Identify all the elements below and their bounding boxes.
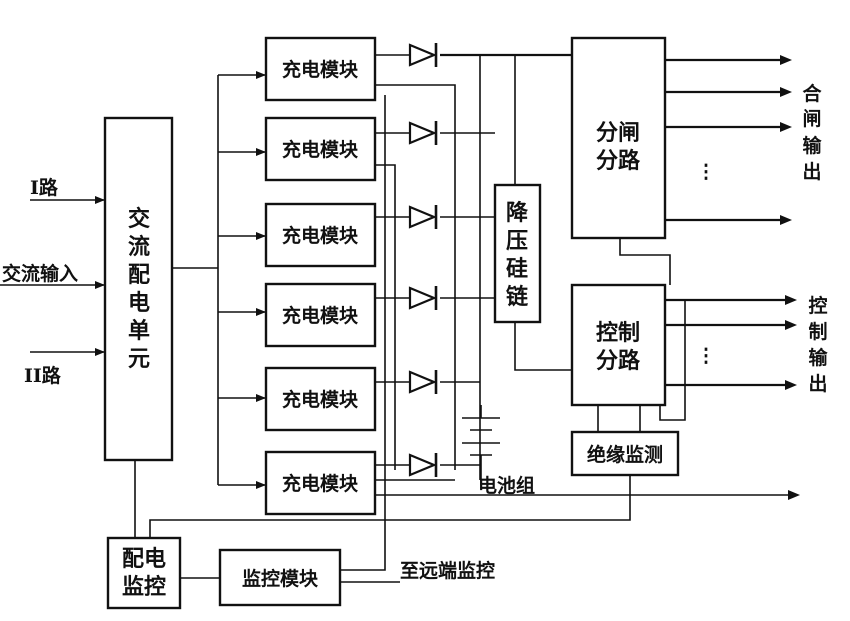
charger-box xyxy=(264,366,377,432)
dist-monitor-line: 配电 xyxy=(122,546,166,572)
charger-module-label: 充电模块 xyxy=(282,304,359,327)
ac-unit-char: 电 xyxy=(128,290,150,316)
charger-box xyxy=(264,202,377,268)
diodes xyxy=(408,43,438,477)
ac-distribution-unit-box xyxy=(103,116,174,462)
close-output-char: 闸 xyxy=(802,108,821,130)
wire-distmon-to-insulation xyxy=(149,475,631,538)
close-output-label: 合 闸 输 出 xyxy=(802,82,822,183)
battery-plates xyxy=(462,417,500,456)
insulation-monitor-box xyxy=(570,430,680,477)
ac-unit-char: 单 xyxy=(128,318,150,344)
split-branch-line: 分路 xyxy=(596,148,641,174)
wire-monitor-to-chargers xyxy=(340,95,386,571)
charger-module-label: 充电模块 xyxy=(282,472,359,495)
charger-module-label: 充电模块 xyxy=(282,388,359,411)
monitor-module-box xyxy=(218,548,342,607)
dropper-char: 链 xyxy=(506,284,528,310)
dropper-char: 降 xyxy=(506,200,529,226)
dropper-box xyxy=(493,183,542,324)
close-output-char: 合 xyxy=(802,82,822,105)
wire-close-outputs xyxy=(665,58,780,222)
control-output-char: 控 xyxy=(808,294,827,317)
charger-module-label: 充电模块 xyxy=(282,224,359,247)
wire-bus-to-chargers xyxy=(218,74,266,486)
ac-distribution-unit: 交 流 配 电 单 元 xyxy=(128,206,150,372)
close-output-char: 输 xyxy=(802,134,822,157)
wire-split-to-control xyxy=(619,238,671,285)
diode-icon xyxy=(408,121,438,145)
ac-unit-char: 流 xyxy=(128,234,150,260)
battery-label: 电池组 xyxy=(478,474,535,497)
diode-icon xyxy=(408,205,438,229)
control-output-char: 出 xyxy=(808,372,827,395)
monitor-module-label: 监控模块 xyxy=(242,567,319,590)
charger-box xyxy=(264,36,377,102)
remote-monitor-label: 至远端监控 xyxy=(400,559,495,582)
wires xyxy=(0,53,790,583)
ac-unit-char: 交 xyxy=(128,206,150,232)
dropper-char: 压 xyxy=(506,228,528,254)
insulation-monitor-label: 绝缘监测 xyxy=(587,443,663,466)
ac-input-label: 交流输入 xyxy=(2,262,78,285)
dropper-char: 硅 xyxy=(506,256,528,282)
charger-module-label: 充电模块 xyxy=(282,138,359,161)
wire-chargers-to-diodes xyxy=(375,54,410,466)
input-line-1-label: I路 xyxy=(30,176,59,199)
ac-unit-char: 配 xyxy=(128,262,150,288)
wire-diode-outputs xyxy=(440,132,495,466)
charger-module-label: 充电模块 xyxy=(282,58,359,81)
diode-icon xyxy=(408,43,438,67)
control-output-char: 输 xyxy=(808,346,828,369)
distribution-monitor-box xyxy=(106,536,182,610)
split-branch-box xyxy=(570,36,667,240)
control-branch-box xyxy=(570,283,667,407)
dist-monitor-line: 监控 xyxy=(122,574,166,600)
split-branch-line: 分闸 xyxy=(596,120,640,146)
charger-labels: 充电模块 充电模块 充电模块 充电模块 充电模块 充电模块 xyxy=(282,58,359,495)
control-ellipsis: ⋮ xyxy=(697,345,716,367)
control-output-label: 控 制 输 出 xyxy=(808,294,828,395)
ac-unit-char: 元 xyxy=(128,346,150,372)
arrowheads xyxy=(95,55,800,500)
control-output-char: 制 xyxy=(808,320,827,343)
close-ellipsis: ⋮ xyxy=(697,161,716,183)
charger-modules xyxy=(264,36,377,516)
wire-control-outputs xyxy=(665,298,785,387)
charger-box xyxy=(264,282,377,348)
diode-icon xyxy=(408,453,438,477)
wire-dropper-to-control xyxy=(514,322,572,371)
input-line-2-label: II路 xyxy=(24,364,62,387)
charger-box xyxy=(264,450,377,516)
diode-icon xyxy=(408,286,438,310)
diode-icon xyxy=(408,370,438,394)
charger-box xyxy=(264,116,377,182)
wire-control-to-insulation xyxy=(597,300,686,432)
close-output-char: 出 xyxy=(802,160,821,183)
control-branch-line: 分路 xyxy=(596,348,641,374)
dropper-chain: 降 压 硅 链 xyxy=(506,200,529,310)
wire-charger-returns xyxy=(375,84,790,496)
control-branch-line: 控制 xyxy=(596,320,640,346)
